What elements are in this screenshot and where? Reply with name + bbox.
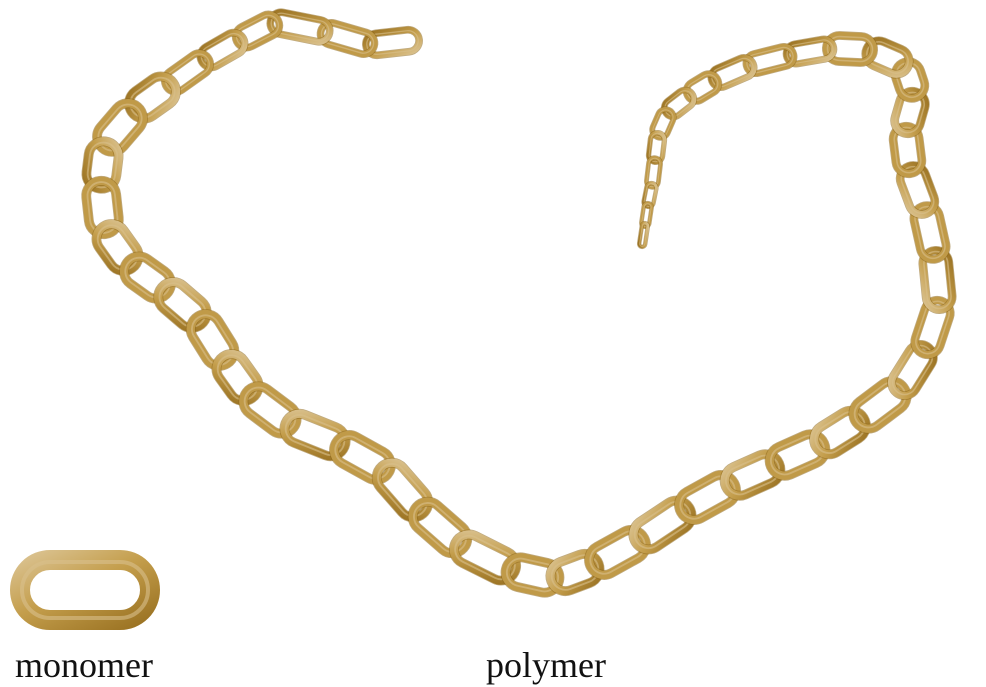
polymer-label: polymer [486, 647, 606, 683]
chain-link [211, 348, 265, 407]
chain-link [661, 86, 698, 120]
chain-link [407, 496, 474, 560]
monomer-label: monomer [15, 647, 153, 683]
chain-link [160, 49, 214, 96]
chain-link [628, 495, 698, 555]
chain-link [123, 71, 182, 125]
chain-link [91, 218, 145, 277]
chain-link [639, 223, 648, 247]
chain-link [118, 251, 177, 305]
chain-link [152, 276, 213, 334]
polymer-chain [85, 10, 954, 595]
chain-link [329, 430, 397, 486]
chain-link [371, 457, 435, 524]
chain-link [847, 375, 912, 434]
chain-link [185, 308, 240, 371]
monomer-link [20, 560, 150, 620]
chain-link [196, 29, 248, 72]
